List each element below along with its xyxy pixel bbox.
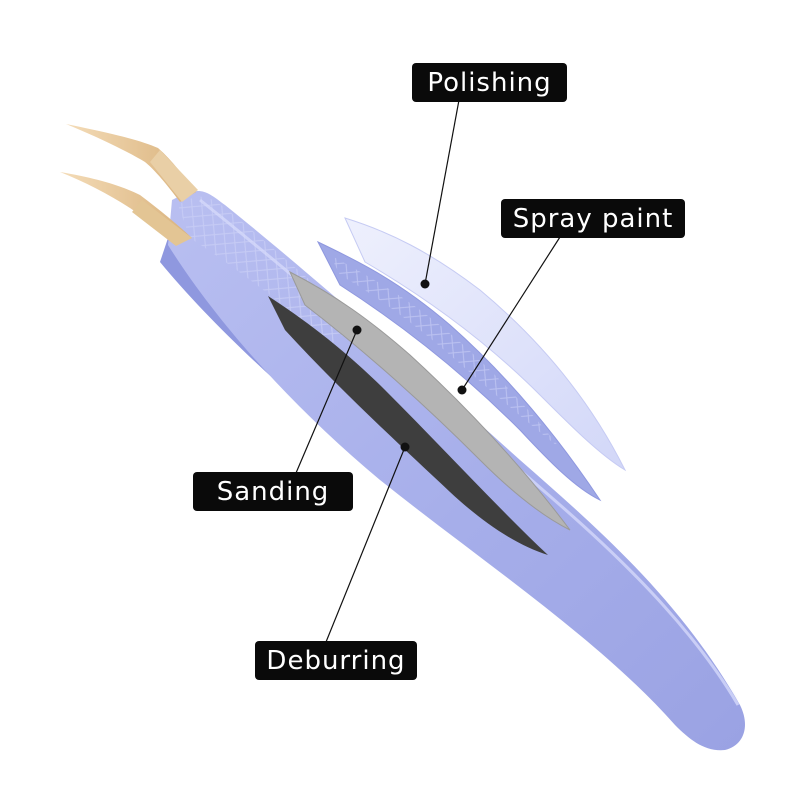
tip-collar-upper	[150, 150, 198, 202]
label-sanding: Sanding	[193, 472, 353, 511]
layer-polishing	[344, 217, 627, 472]
layer-spray-paint	[316, 240, 602, 502]
layer-spray-knurl	[330, 255, 560, 448]
layer-sanding	[288, 270, 571, 531]
leader-sanding	[295, 325, 362, 474]
leader-spray-paint	[457, 236, 561, 395]
leader-polishing	[420, 99, 460, 289]
layer-deburring	[268, 296, 548, 555]
label-spray-paint: Spray paint	[501, 199, 685, 238]
tip-collar-lower	[132, 200, 192, 246]
leader-deburring	[325, 442, 410, 643]
label-polishing: Polishing	[412, 63, 567, 102]
label-deburring: Deburring	[255, 641, 417, 680]
